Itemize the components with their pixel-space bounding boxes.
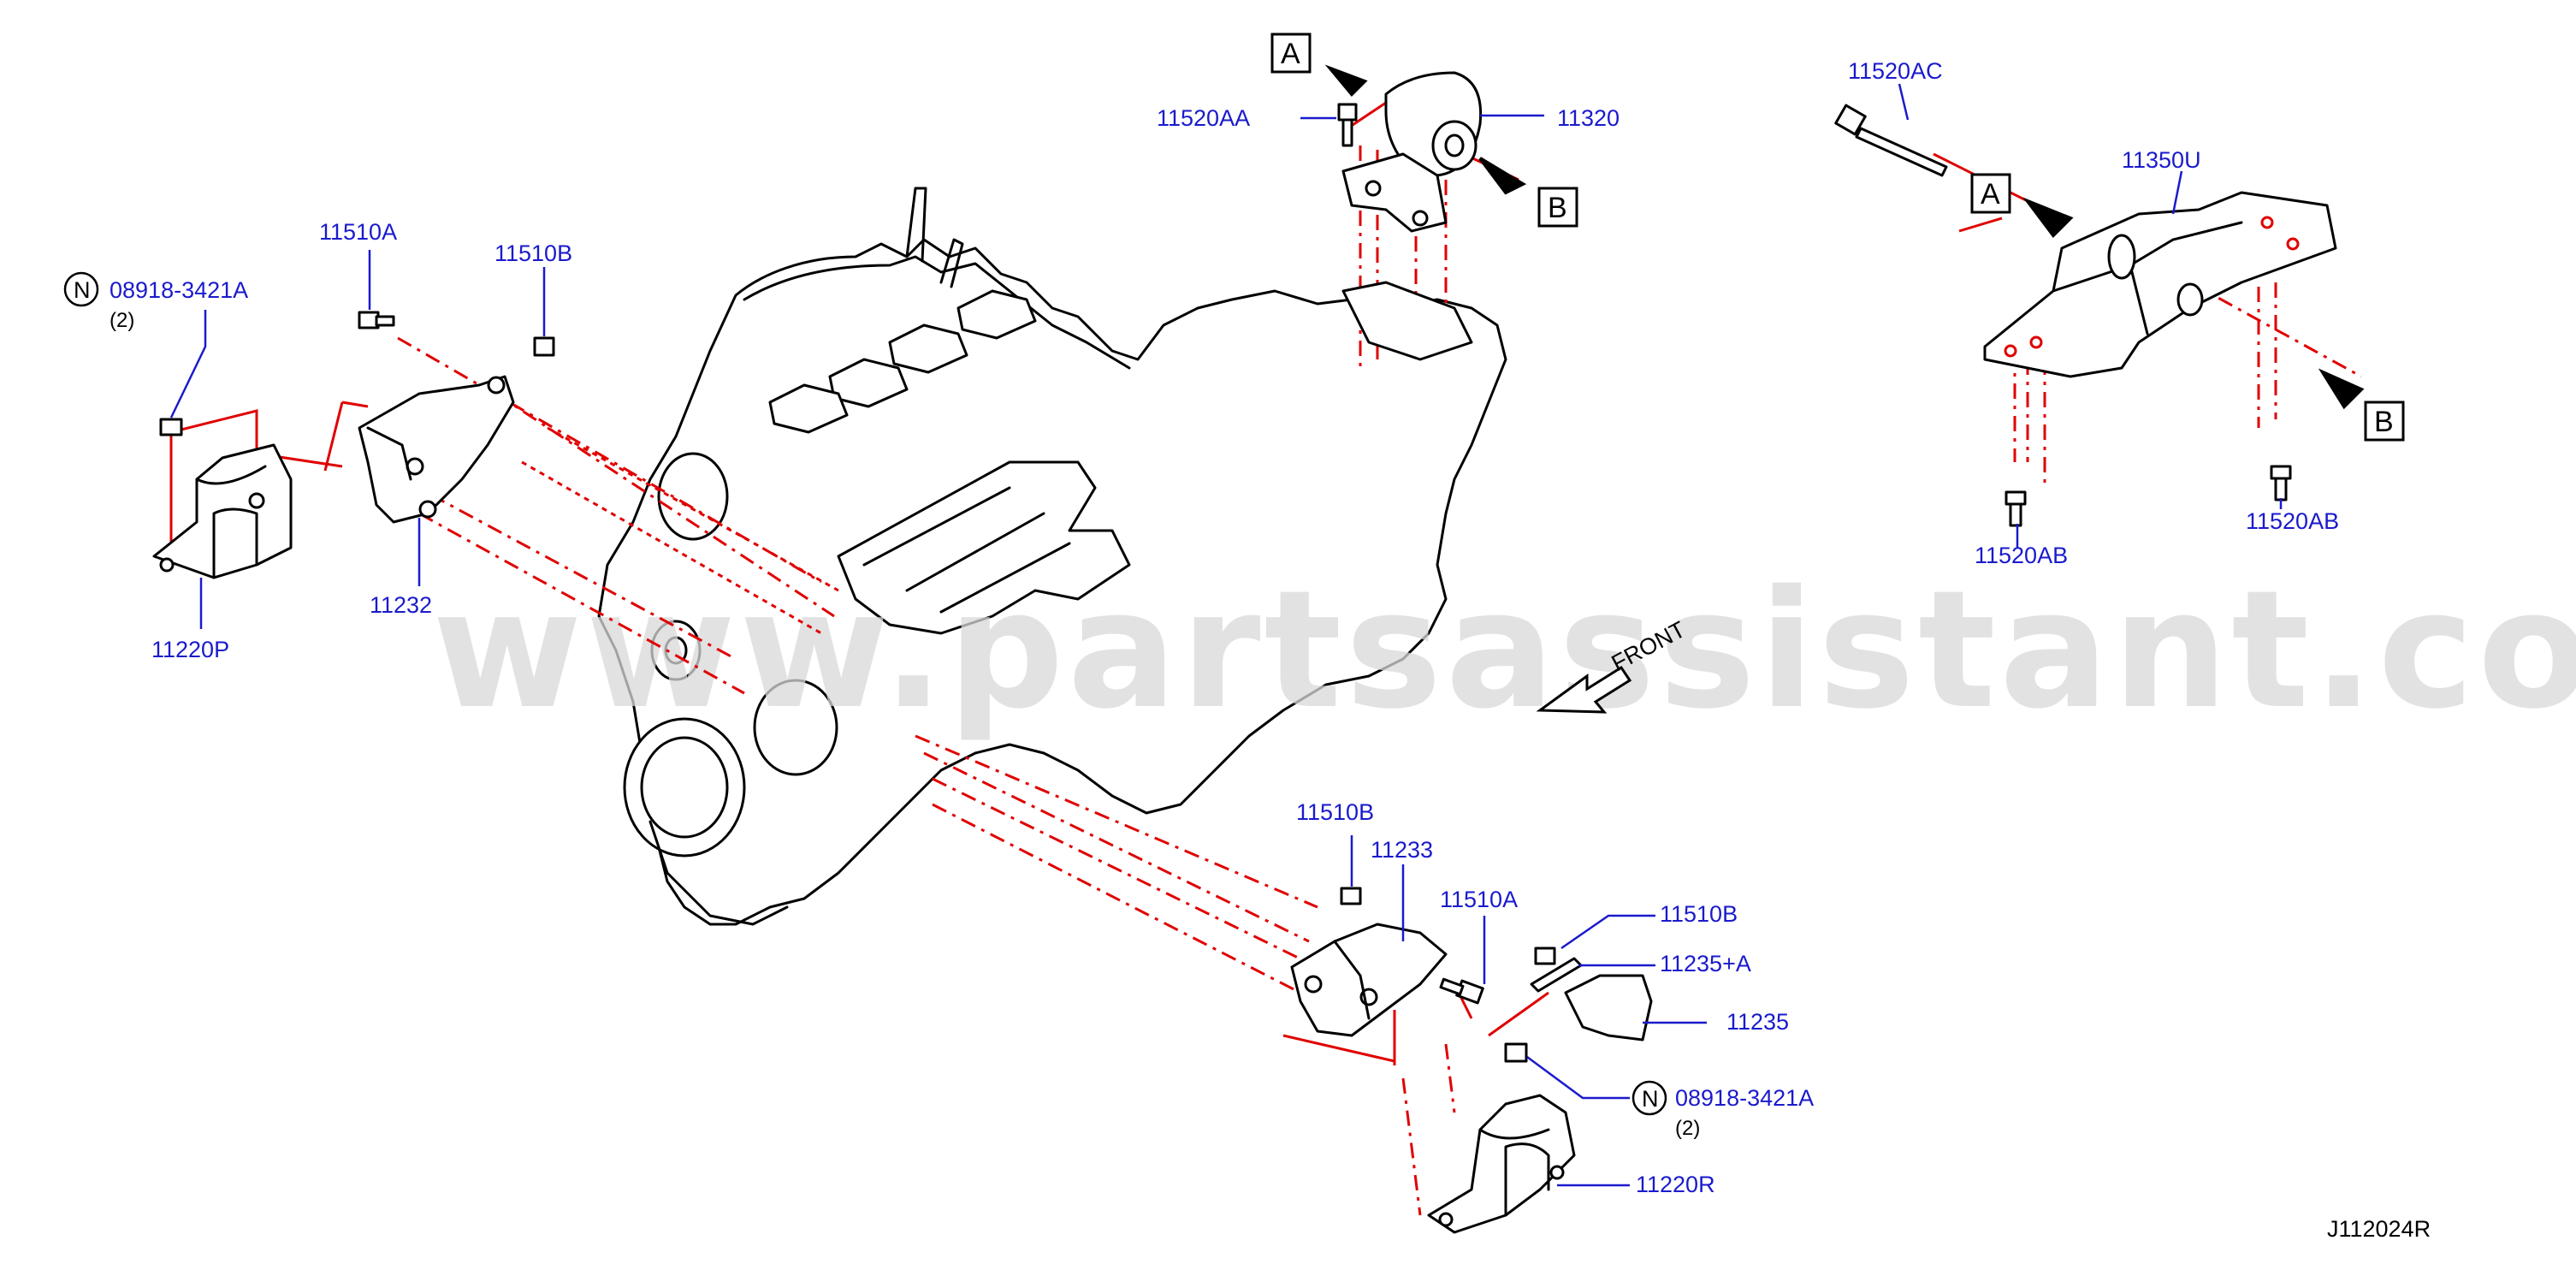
- svg-text:(2): (2): [1675, 1117, 1700, 1140]
- callout-11520AA: 11520AA: [1157, 105, 1250, 131]
- svg-text:B: B: [2374, 406, 2394, 438]
- svg-text:(2): (2): [110, 309, 134, 332]
- arrow-b-right-icon: [2318, 368, 2365, 410]
- part-08918-nut-right[interactable]: [1504, 1042, 1528, 1063]
- engine-block: [597, 187, 1507, 926]
- ref-box-b-right: B: [2364, 401, 2405, 442]
- svg-text:A: A: [1281, 38, 1300, 70]
- callout-08918-right: N 08918-3421A (2): [1631, 1080, 1814, 1140]
- callout-11510B-right: 11510B: [1660, 901, 1738, 927]
- callout-11320: 11320: [1557, 105, 1620, 131]
- callout-11220R: 11220R: [1636, 1172, 1715, 1197]
- callout-11233: 11233: [1371, 837, 1433, 863]
- svg-text:A: A: [1981, 178, 2000, 211]
- arrow-a-top-icon: [1324, 64, 1368, 97]
- part-11520AB-bolt-left[interactable]: [2005, 490, 2027, 527]
- part-11232-bracket[interactable]: [358, 375, 515, 524]
- diagram-id: J112024R: [2327, 1216, 2431, 1242]
- part-08918-nut-left[interactable]: [159, 418, 183, 436]
- intake-manifold: [837, 460, 1131, 635]
- part-11520AA-bolt[interactable]: [1337, 103, 1358, 147]
- arrow-a-right-icon: [2022, 197, 2074, 239]
- callout-11232: 11232: [370, 592, 432, 618]
- part-11233-lower-bracket[interactable]: [1290, 923, 1448, 1037]
- ref-box-b-top: B: [1537, 187, 1578, 228]
- svg-text:08918-3421A: 08918-3421A: [1675, 1085, 1814, 1111]
- part-11320-upper-mount[interactable]: [1341, 71, 1483, 233]
- ref-box-a-right: A: [1970, 173, 2011, 214]
- svg-text:08918-3421A: 08918-3421A: [110, 277, 248, 303]
- svg-text:B: B: [1548, 192, 1567, 224]
- n-marker-icon: [63, 271, 99, 307]
- part-11520AC-long-bolt[interactable]: [1834, 104, 1948, 177]
- ref-box-a-top: A: [1270, 33, 1312, 74]
- ignition-coils: [768, 289, 1037, 434]
- part-engine-side-bracket: [1341, 281, 1473, 361]
- callout-leaders: [169, 83, 2283, 1187]
- callout-11510B-top: 11510B: [494, 240, 572, 266]
- part-11510A-bolt-mid[interactable]: [1439, 977, 1484, 1005]
- callout-08918-left: N 08918-3421A (2): [63, 271, 248, 332]
- part-11510A-bolt-top[interactable]: [358, 311, 395, 329]
- arrow-b-top-icon: [1478, 157, 1527, 195]
- part-11235-shield[interactable]: [1564, 974, 1653, 1042]
- svg-text:N: N: [74, 277, 91, 303]
- callout-11510B-mid: 11510B: [1296, 799, 1374, 825]
- callout-11235A: 11235+A: [1660, 951, 1751, 976]
- part-11510B-nut-right[interactable]: [1534, 947, 1556, 965]
- n-marker-icon: [1631, 1080, 1667, 1116]
- part-11510B-nut-mid[interactable]: [1340, 887, 1362, 905]
- part-11510B-nut-top[interactable]: [533, 336, 555, 357]
- part-11520AB-bolt-right[interactable]: [2270, 465, 2292, 501]
- svg-text:N: N: [1642, 1086, 1659, 1112]
- part-11220R-right-mount[interactable]: [1427, 1094, 1576, 1234]
- callout-11350U: 11350U: [2122, 147, 2201, 173]
- watermark-text: www.partsassistant.com: [432, 555, 2576, 745]
- part-11220P-left-mount[interactable]: [152, 443, 293, 579]
- callout-11520AB-right: 11520AB: [2246, 508, 2339, 534]
- callout-11510A-mid: 11510A: [1440, 887, 1518, 912]
- part-11350U-crossmember[interactable]: [1983, 191, 2337, 378]
- callout-11520AB-left: 11520AB: [1975, 543, 2068, 568]
- callout-11220P: 11220P: [151, 637, 229, 662]
- callout-11235: 11235: [1726, 1009, 1789, 1035]
- callout-11510A-top: 11510A: [319, 219, 397, 245]
- callout-11520AC: 11520AC: [1848, 58, 1943, 84]
